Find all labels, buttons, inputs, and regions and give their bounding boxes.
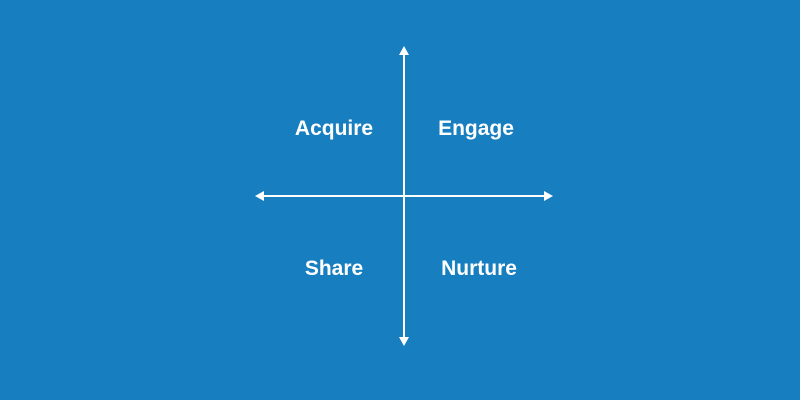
quadrant-label-acquire: Acquire [294, 117, 374, 140]
quadrant-label-share: Share [304, 257, 364, 280]
arrow-right-icon [544, 191, 553, 201]
arrow-up-icon [399, 46, 409, 55]
arrow-left-icon [255, 191, 264, 201]
quadrant-label-engage: Engage [438, 117, 514, 140]
quadrant-label-nurture: Nurture [441, 257, 517, 280]
arrow-down-icon [399, 337, 409, 346]
